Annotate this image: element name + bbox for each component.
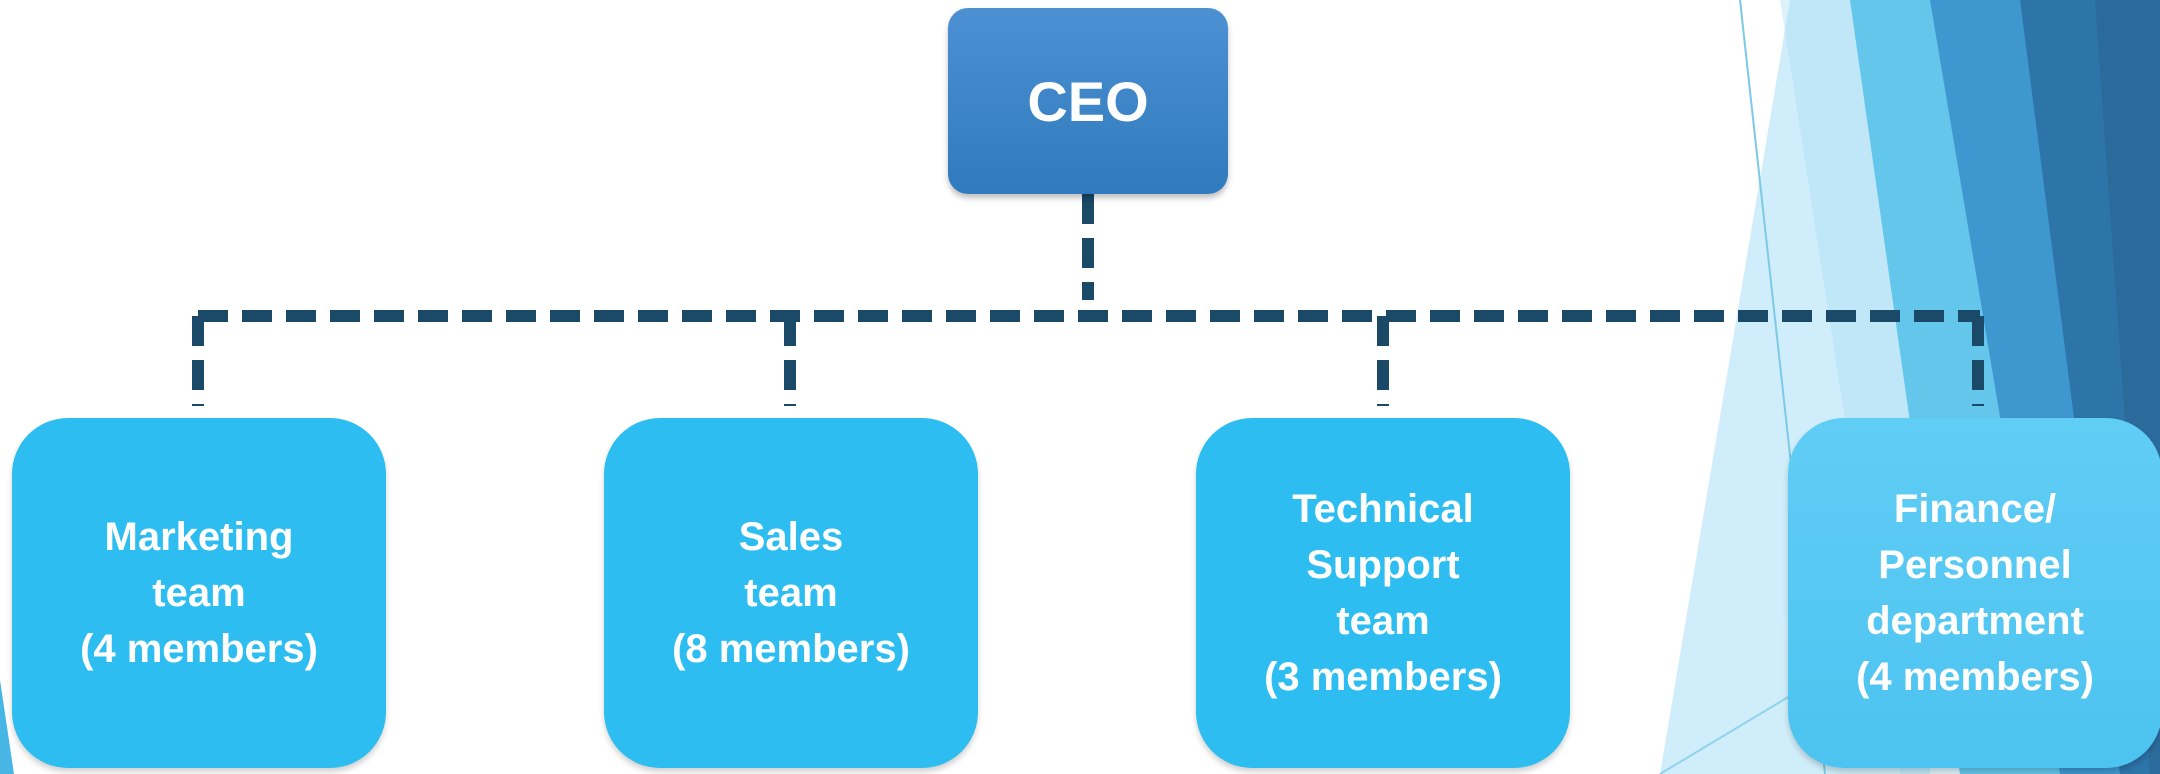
- team-label-line: Support: [1306, 543, 1460, 587]
- team-label-line: Personnel: [1878, 543, 2072, 587]
- ceo-box: CEO: [948, 8, 1228, 194]
- team-label-line: team: [152, 571, 246, 615]
- ceo-label: CEO: [1027, 69, 1149, 133]
- team-label-line: Technical: [1292, 487, 1474, 531]
- org-connectors: [192, 194, 1984, 406]
- team-member-count: (8 members): [672, 627, 910, 671]
- team-label-line: Finance/: [1893, 487, 2057, 531]
- team-label-line: Sales: [738, 515, 844, 559]
- team-member-count: (4 members): [1856, 655, 2094, 699]
- team-member-count: (3 members): [1264, 655, 1502, 699]
- marketing-team-box: Marketing team (4 members): [12, 418, 386, 768]
- team-label-line: Marketing: [104, 515, 294, 559]
- team-label-line: department: [1866, 599, 2084, 643]
- team-label-line: team: [1336, 599, 1430, 643]
- technical-support-team-box: Technical Support team (3 members): [1196, 418, 1570, 768]
- team-member-count: (4 members): [80, 627, 318, 671]
- team-label-line: team: [744, 571, 838, 615]
- sales-team-box: Sales team (8 members): [604, 418, 978, 768]
- finance-personnel-box: Finance/ Personnel department (4 members…: [1788, 418, 2160, 768]
